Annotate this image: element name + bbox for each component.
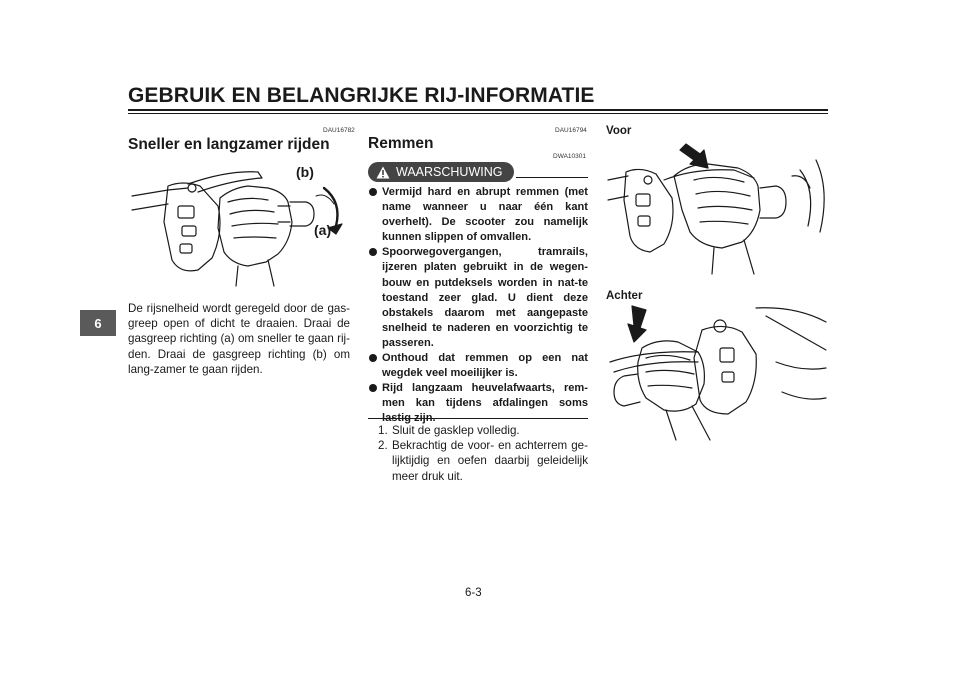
rear-brake-illustration — [609, 305, 827, 441]
brake-steps: 1.Sluit de gasklep volledig. 2.Bekrachti… — [368, 423, 588, 484]
list-item: Vermijd hard en abrupt remmen (met name … — [368, 185, 588, 245]
list-item: 1.Sluit de gasklep volledig. — [378, 424, 520, 437]
throttle-grip-illustration — [131, 171, 343, 287]
warning-list: Vermijd hard en abrupt remmen (met name … — [368, 185, 588, 427]
warning-rule — [516, 177, 588, 178]
label-a: (a) — [314, 222, 332, 238]
bullet-icon — [369, 248, 377, 257]
header-rule — [128, 109, 828, 111]
list-item: Onthoud dat remmen op een nat wegdek vee… — [368, 351, 588, 381]
bullet-icon — [369, 384, 377, 393]
bullet-icon — [369, 188, 377, 196]
bullet-icon — [369, 354, 377, 363]
section-code: DAU16794 — [555, 127, 587, 134]
list-item: Rijd langzaam heuvelafwaarts, rem-men ka… — [368, 381, 588, 426]
list-item: Spoorwegovergangen, tramrails, ijzeren p… — [368, 245, 588, 351]
chapter-tab: 6 — [80, 310, 116, 336]
throttle-paragraph: De rijsnelheid wordt geregeld door de ga… — [128, 302, 350, 376]
section-heading-brakes: Remmen — [368, 135, 434, 152]
header-rule-thin — [128, 113, 828, 114]
front-brake-illustration — [607, 143, 825, 275]
label-rear-brake: Achter — [606, 290, 643, 302]
warning-end-rule — [368, 418, 588, 419]
page-title: GEBRUIK EN BELANGRIJKE RIJ-INFORMATIE — [128, 84, 595, 107]
warning-label: WAARSCHUWING — [396, 165, 503, 179]
label-b: (b) — [296, 164, 314, 180]
warning-code: DWA10301 — [553, 153, 586, 160]
warning-banner: WAARSCHUWING — [368, 162, 514, 182]
list-item: 2.Bekrachtig de voor- en achterrem ge-li… — [378, 439, 588, 483]
warning-triangle-icon — [376, 166, 390, 178]
label-front-brake: Voor — [606, 125, 632, 137]
section-code: DAU16782 — [323, 127, 355, 134]
section-heading-throttle: Sneller en langzamer rijden — [128, 136, 330, 153]
page-number: 6-3 — [465, 587, 482, 599]
